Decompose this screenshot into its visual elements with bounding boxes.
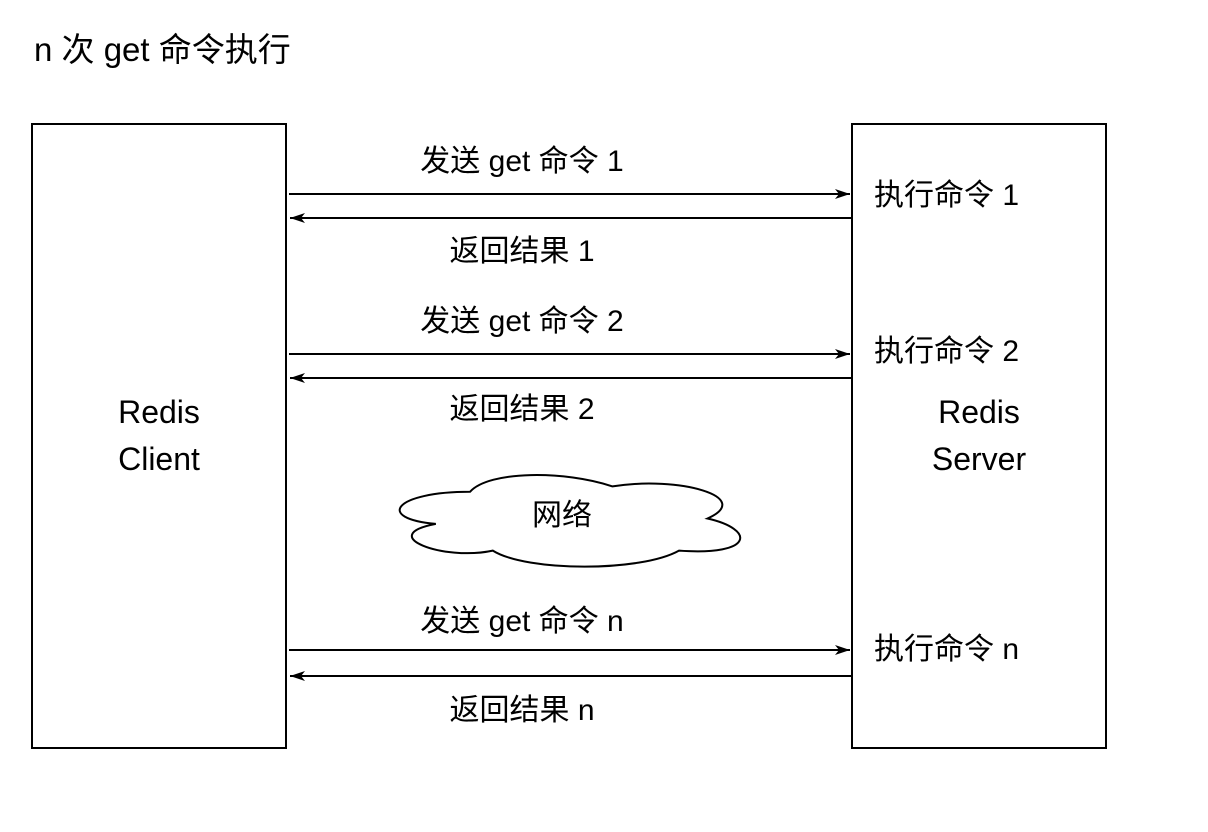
response-label-1: 返回结果 1	[449, 235, 595, 268]
network-cloud-label: 网络	[532, 499, 592, 532]
redis-client-box: Redis Client	[31, 123, 287, 749]
diagram-title: n 次 get 命令执行	[34, 31, 291, 68]
request-label-n: 发送 get 命令 n	[420, 605, 624, 638]
request-label-2: 发送 get 命令 2	[420, 305, 624, 338]
response-label-n: 返回结果 n	[449, 694, 595, 727]
redis-server-box: Redis Server	[851, 123, 1107, 749]
redis-server-label-line1: Redis	[938, 394, 1020, 430]
redis-client-label: Redis Client	[118, 389, 200, 483]
redis-client-label-line1: Redis	[118, 394, 200, 430]
server-action-label-n: 执行命令 n	[874, 633, 1020, 666]
response-label-2: 返回结果 2	[449, 393, 595, 426]
redis-server-label: Redis Server	[932, 389, 1026, 483]
redis-server-label-line2: Server	[931, 441, 1027, 477]
server-action-label-2: 执行命令 2	[874, 335, 1020, 368]
request-label-1: 发送 get 命令 1	[420, 145, 624, 178]
server-action-label-1: 执行命令 1	[874, 179, 1020, 212]
redis-client-label-line2: Client	[118, 441, 200, 477]
